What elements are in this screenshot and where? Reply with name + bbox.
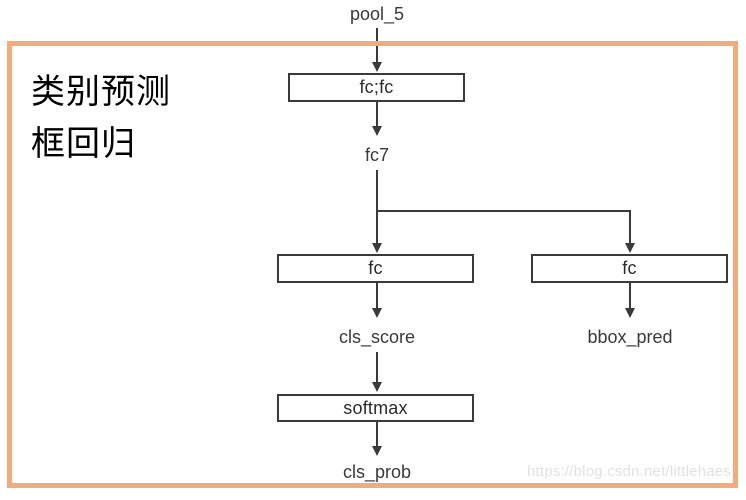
edge-fc-bbox-to-bbox-pred-line [629,283,631,312]
edge-fc7-to-fc-bbox-arrowhead [625,243,635,253]
watermark-text: https://blog.csdn.net/littlehaes [527,463,732,480]
tensor-label-pool5: pool_5 [349,4,405,24]
annotation-chinese: 类别预测框回归 [31,66,251,170]
annotation-line-2: 框回归 [31,124,136,164]
edge-fcfc-to-fc7-arrowhead [372,126,382,136]
tensor-label-fc7: fc7 [364,145,390,165]
edge-softmax-to-cls-prob-line [376,422,378,450]
tensor-label-bbox-pred: bbox_pred [587,327,673,347]
edge-cls-score-to-softmax-arrowhead [372,382,382,392]
edge-fc7-to-fc-bbox-line [629,210,631,248]
edge-branch-horizontal [376,210,631,212]
tensor-label-cls-score: cls_score [338,327,416,347]
annotation-line-1: 类别预测 [31,72,171,112]
node-fc-cls[interactable]: fc [277,254,474,283]
highlight-frame [7,41,738,488]
edge-fc7-to-fc-cls-line [376,170,378,248]
edge-cls-score-to-softmax-line [376,352,378,384]
node-fc-bbox[interactable]: fc [531,254,728,283]
edge-fc7-to-fc-cls-arrowhead [372,243,382,253]
edge-fcfc-to-fc7-line [376,102,378,130]
edge-pool5-to-fcfc-arrowhead [372,62,382,72]
node-softmax[interactable]: softmax [277,394,474,422]
edge-softmax-to-cls-prob-arrowhead [372,446,382,456]
edge-fc-cls-to-cls-score-arrowhead [372,308,382,318]
edge-pool5-to-fcfc-line [376,28,378,64]
edge-fc-cls-to-cls-score-line [376,283,378,312]
edge-fc-bbox-to-bbox-pred-arrowhead [625,308,635,318]
tensor-label-cls-prob: cls_prob [342,462,412,482]
node-fc-fc[interactable]: fc;fc [288,73,465,102]
